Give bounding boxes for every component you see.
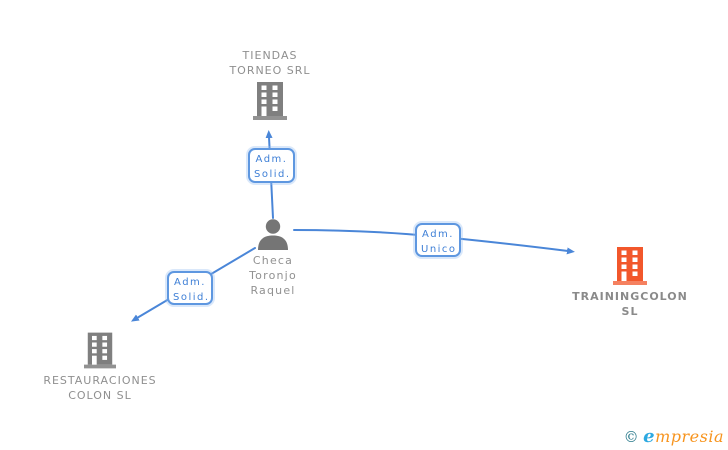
edge-label-adm-solid-top: Adm. Solid.: [248, 148, 295, 183]
company-label: RESTAURACIONES COLON SL: [43, 374, 157, 402]
edge-label-adm-solid-left: Adm. Solid.: [167, 271, 213, 305]
copyright-icon: ©: [623, 428, 640, 446]
company-label: TIENDAS TORNEO SRL: [229, 49, 311, 77]
building-icon: [195, 82, 345, 120]
empresia-logo: ©empresia: [624, 426, 724, 447]
building-icon: [23, 332, 177, 369]
edge-label-adm-unico: Adm. Unico: [415, 223, 461, 257]
node-person-checa-toronjo-raquel[interactable]: Checa Toronjo Raquel: [230, 219, 316, 298]
logo-text: mpresia: [655, 427, 724, 446]
person-label: Checa Toronjo Raquel: [249, 254, 297, 297]
company-label: TRAININGCOLON SL: [572, 290, 688, 318]
person-icon: [230, 219, 316, 250]
logo-letter-e: e: [643, 426, 656, 447]
node-company-restauraciones-colon[interactable]: RESTAURACIONES COLON SL: [23, 332, 177, 403]
node-company-tiendas-torneo[interactable]: TIENDAS TORNEO SRL: [195, 48, 345, 120]
building-icon: [570, 247, 690, 285]
node-company-trainingcolon[interactable]: TRAININGCOLON SL: [570, 247, 690, 319]
